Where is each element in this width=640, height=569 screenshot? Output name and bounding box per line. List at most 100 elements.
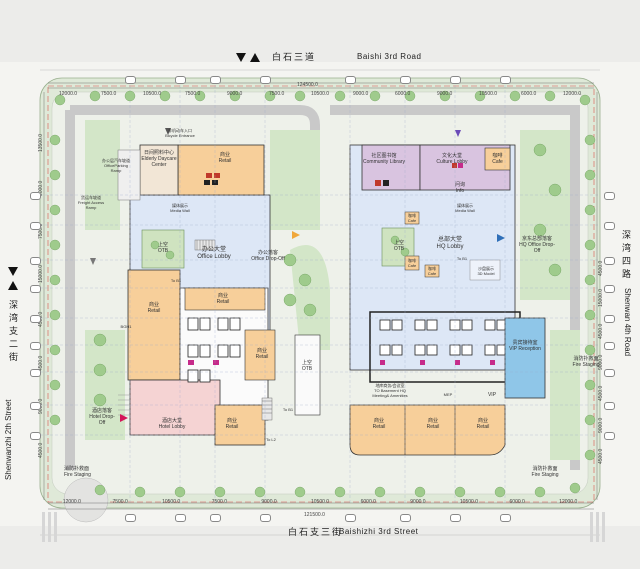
north-road-name-cn: 白石三道 bbox=[272, 52, 317, 62]
grid-bubble bbox=[260, 514, 271, 522]
hotel-dropoff-en: Hotel Drop-Off bbox=[89, 414, 115, 426]
void-otb-bridge bbox=[294, 334, 321, 416]
fire-staging-west-en: Fire Staging bbox=[64, 472, 91, 478]
north-road-band bbox=[0, 0, 640, 62]
top-dimension: 9000.0 bbox=[227, 91, 243, 97]
void-bridge-en: OTB bbox=[301, 366, 313, 372]
grid-bubble bbox=[210, 514, 221, 522]
grid-bubble bbox=[450, 514, 461, 522]
hq-lobby-en: HQ Lobby bbox=[436, 244, 464, 250]
grid-bubble bbox=[450, 76, 461, 84]
cafe-north-cn: 咖啡 bbox=[492, 153, 503, 159]
to-b1-bridge-label: To B1 bbox=[282, 407, 294, 412]
bottom-dimension: 10500.0 bbox=[311, 499, 330, 505]
bottom-dimension: 10500.0 bbox=[459, 499, 478, 505]
retail-core-east-cn: 商业 bbox=[256, 348, 267, 354]
escalator-west bbox=[194, 239, 273, 421]
hq-dropoff-label: 京东总部落客 HQ Office Drop-Off bbox=[516, 236, 558, 254]
right-dimension: 4500.0 bbox=[598, 386, 604, 402]
vip-label: VIP bbox=[487, 392, 497, 398]
grid-bubble bbox=[30, 315, 41, 323]
grid-bubble bbox=[30, 432, 41, 440]
media-wall-east-label: 媒体展示 Media Wall bbox=[445, 203, 485, 213]
retail-se-2-cn: 商业 bbox=[427, 418, 438, 424]
cafe-north-label: 咖啡 Cafe bbox=[485, 153, 510, 165]
top-dimension: 9000.0 bbox=[353, 91, 369, 97]
grid-bubble bbox=[604, 315, 615, 323]
top-dimension: 10500.0 bbox=[479, 91, 498, 97]
bottom-dimension: 10500.0 bbox=[162, 499, 181, 505]
retail-se-1-cn: 商业 bbox=[373, 418, 384, 424]
top-dimension: 7500.0 bbox=[269, 91, 285, 97]
top-dimension: 12000.0 bbox=[59, 91, 78, 97]
retail-se-2-en: Retail bbox=[426, 424, 440, 430]
bottom-dimension: 7500.0 bbox=[112, 499, 128, 505]
fire-staging-west-cn: 消防扑救面 bbox=[64, 466, 90, 472]
retail-se-3-label: 商业 Retail bbox=[468, 418, 498, 430]
office-lobby-cn: 办公大堂 bbox=[201, 247, 226, 253]
grid-bubble bbox=[604, 369, 615, 377]
info-cn: 问询 bbox=[454, 182, 465, 188]
hotel-dropoff-cn: 酒店落客 bbox=[91, 408, 112, 414]
grid-bubble bbox=[500, 76, 511, 84]
hq-lobby-cn: 总部大堂 bbox=[437, 237, 462, 243]
hq-dropoff-en: HQ Office Drop-Off bbox=[519, 242, 555, 254]
grid-bubble bbox=[345, 76, 356, 84]
right-dimension: 4500.0 bbox=[598, 323, 604, 339]
hq-lobby-label: 总部大堂 HQ Lobby bbox=[430, 237, 470, 251]
grid-bubble bbox=[400, 514, 411, 522]
grid-bubble bbox=[400, 76, 411, 84]
b1-meeting-label: 地库商务/会议室 TO Basement HQ Meeting& Ameniti… bbox=[370, 383, 410, 398]
left-dimension: 15000.0 bbox=[38, 265, 44, 284]
grid-bubble bbox=[125, 76, 136, 84]
top-dimension: 6000.0 bbox=[395, 91, 411, 97]
grid-bubble bbox=[604, 342, 615, 350]
model-en: 3D Model bbox=[477, 271, 495, 276]
grid-bubble bbox=[604, 402, 615, 410]
bicycle-entrance-cn: 非机动车入口 bbox=[168, 128, 192, 133]
bgh1-label: BGH1 bbox=[120, 324, 132, 329]
retail-se-1-en: Retail bbox=[372, 424, 386, 430]
retail-west-cn: 商业 bbox=[148, 302, 159, 308]
elderly-center-block bbox=[139, 144, 179, 196]
media-wall-west-en: Media Wall bbox=[170, 208, 190, 213]
hq-dropoff-cn: 京东总部落客 bbox=[521, 236, 552, 242]
south-road-name-cn: 白石支三街 bbox=[288, 527, 344, 537]
driveway-west-north bbox=[70, 105, 320, 180]
bottom-dimension: 9000.0 bbox=[261, 499, 277, 505]
retail-core-top-label: 商业 Retail bbox=[208, 293, 238, 305]
bottom-dimension: 7500.0 bbox=[211, 499, 228, 505]
cafe-c-cn: 咖啡 bbox=[428, 266, 436, 271]
retail-nw-label: 商业 Retail bbox=[210, 152, 240, 164]
grid-bubble bbox=[30, 222, 41, 230]
b1-meeting-cn: 地库商务/会议室 bbox=[375, 383, 405, 388]
office-lobby-label: 办公大堂 Office Lobby bbox=[196, 247, 232, 261]
grid-bubble bbox=[604, 432, 615, 440]
void-west-en: OTB bbox=[157, 248, 169, 254]
void-east-en: OTB bbox=[393, 246, 405, 252]
community-library-block bbox=[361, 144, 421, 191]
info-en: Info bbox=[455, 188, 465, 194]
east-road-name-cn: 深湾四路 bbox=[621, 230, 631, 282]
fire-staging-west-label: 消防扑救面 Fire Staging bbox=[64, 466, 114, 478]
retail-core-top-cn: 商业 bbox=[217, 293, 228, 299]
vip-reception-block bbox=[504, 317, 546, 399]
lawn-se bbox=[550, 330, 580, 460]
west-road-name-cn: 深湾支二街 bbox=[8, 300, 18, 365]
void-west-label: 上空 OTB bbox=[150, 242, 176, 254]
hotel-lobby-cn: 酒店大堂 bbox=[161, 418, 182, 424]
media-wall-west-cn: 媒体展示 bbox=[172, 203, 188, 208]
cafe-c-label: 咖啡 Cafe bbox=[424, 266, 440, 276]
fire-staging-se-en: Fire Staging bbox=[531, 472, 559, 478]
retail-nw-en: Retail bbox=[218, 158, 232, 164]
grid-bubble bbox=[260, 76, 271, 84]
retail-se-2-label: 商业 Retail bbox=[418, 418, 448, 430]
grid-bubble bbox=[345, 514, 356, 522]
cafe-a-en: Cafe bbox=[407, 218, 417, 223]
fire-staging-east-cn: 消防扑救面 bbox=[573, 356, 599, 362]
media-wall-west-label: 媒体展示 Media Wall bbox=[160, 203, 200, 213]
vip-reception-cn: 贵宾接待室 bbox=[512, 340, 538, 346]
cafe-small-c bbox=[424, 264, 440, 278]
vip-reception-en: VIP Reception bbox=[509, 346, 541, 352]
